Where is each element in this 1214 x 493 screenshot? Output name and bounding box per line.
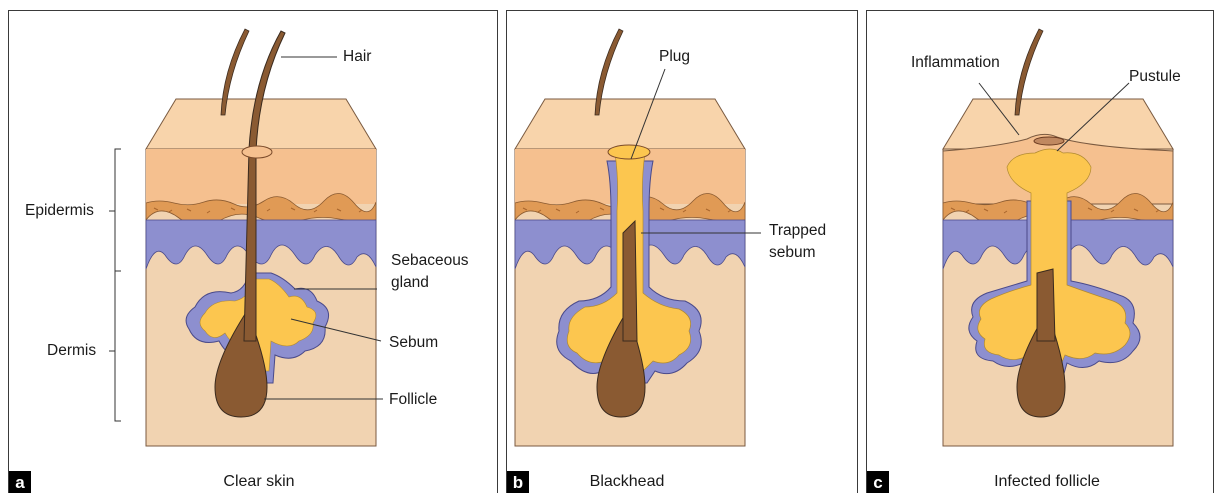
dermis-bracket (109, 271, 121, 421)
label-inflammation: Inflammation (911, 53, 1000, 73)
panel-tag-b: b (507, 471, 529, 493)
panel-tag-c: c (867, 471, 889, 493)
skin-surface-top (515, 99, 745, 149)
label-dermis: Dermis (47, 341, 96, 361)
panel-infected-follicle: Inflammation Pustule Infected follicle c (866, 10, 1214, 493)
plug (608, 145, 650, 159)
caption-infected-follicle: Infected follicle (977, 473, 1117, 491)
panel-tag-a: a (9, 471, 31, 493)
label-pustule: Pustule (1129, 67, 1181, 87)
label-sebaceous-gland-1: Sebaceous (391, 251, 469, 271)
epidermis-bracket (109, 149, 121, 271)
label-hair: Hair (343, 47, 371, 67)
label-plug: Plug (659, 47, 690, 67)
hair-shaft (623, 221, 637, 341)
caption-clear-skin: Clear skin (189, 473, 329, 491)
label-sebum: Sebum (389, 333, 438, 353)
pore (242, 146, 272, 158)
label-epidermis: Epidermis (25, 201, 94, 221)
panel-clear-skin: Hair Epidermis Dermis Sebaceous gland Se… (8, 10, 498, 493)
label-follicle: Follicle (389, 390, 437, 410)
panel-blackhead: Plug Trapped sebum Blackhead b (506, 10, 858, 493)
caption-blackhead: Blackhead (567, 473, 687, 491)
hair-shaft (1037, 269, 1055, 341)
label-trapped-sebum-2: sebum (769, 243, 816, 263)
pustule-cap (1034, 137, 1064, 145)
label-sebaceous-gland-2: gland (391, 273, 429, 293)
label-trapped-sebum-1: Trapped (769, 221, 826, 241)
